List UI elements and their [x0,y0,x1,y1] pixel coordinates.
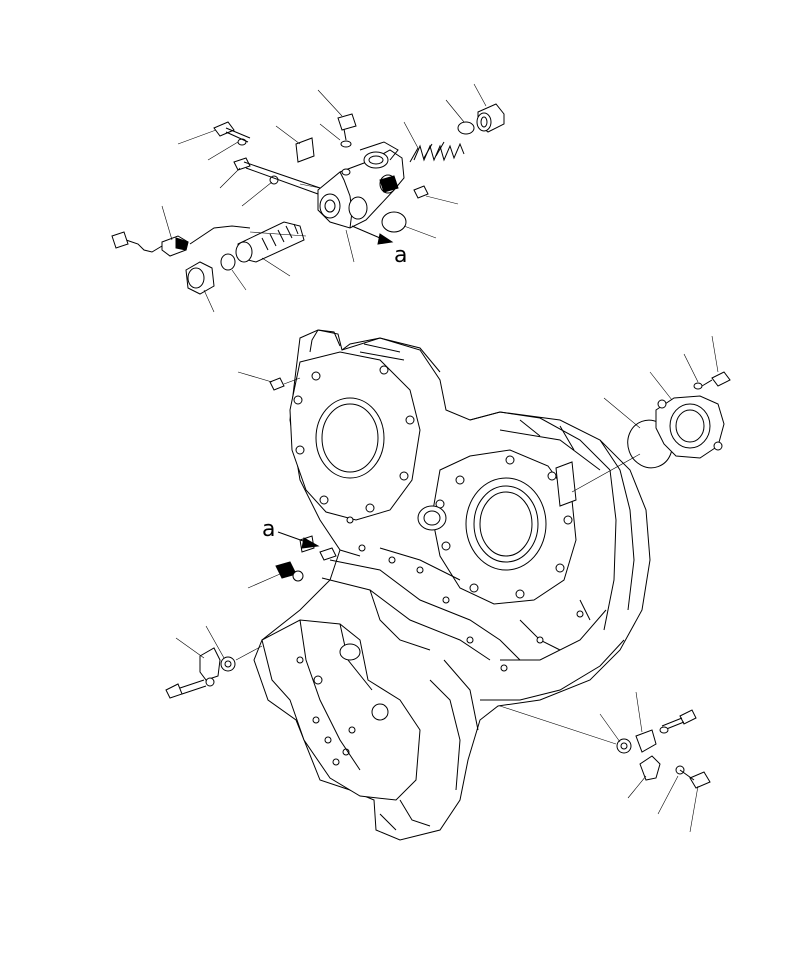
side-cover-parts [571,335,731,493]
callout-arrow-a-lower: a [262,517,320,549]
valve-assembly [317,141,405,229]
callout-a-upper-label: a [394,243,407,268]
upper-leader-lines [161,83,487,313]
valve-small-parts [111,103,505,295]
lower-right-fittings [499,691,711,833]
callout-a-lower-label: a [262,517,275,542]
transmission-housing [253,329,651,841]
callout-arrow-a-upper: a [351,225,407,268]
